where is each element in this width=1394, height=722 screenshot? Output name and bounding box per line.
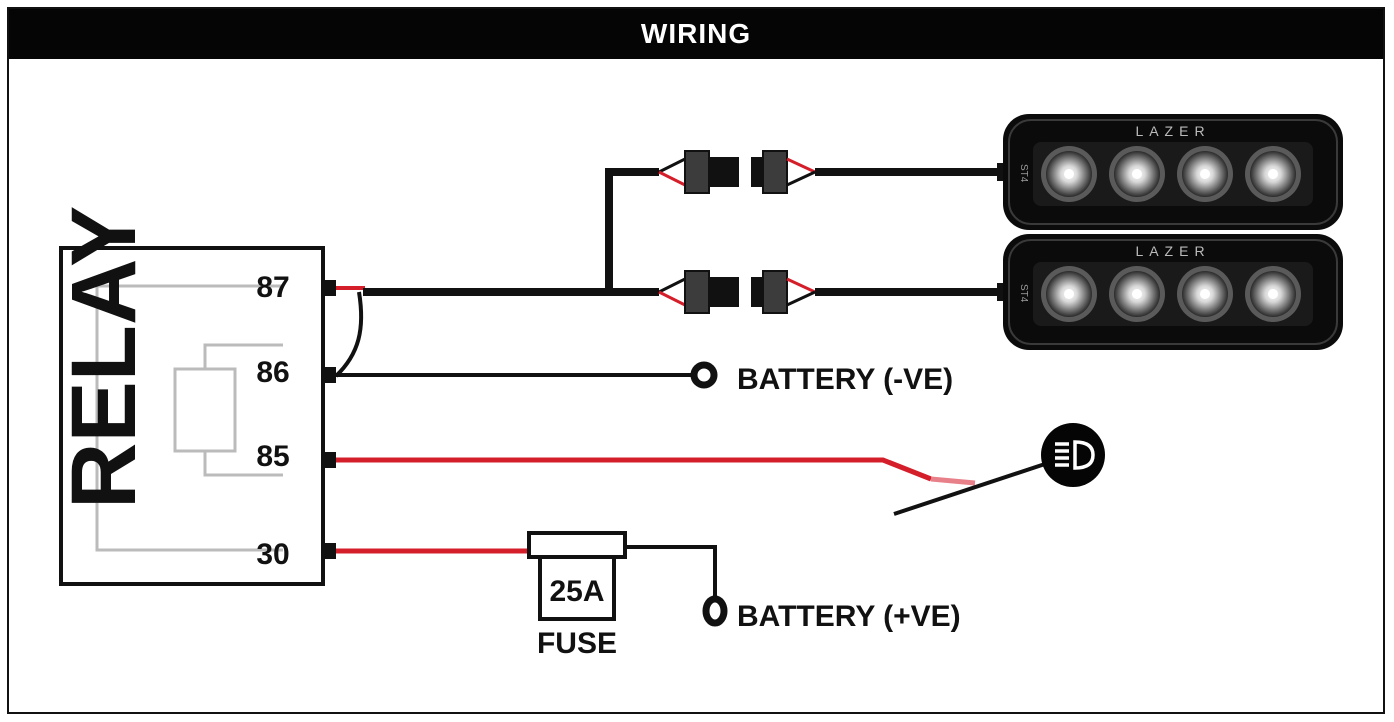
wire-86-loop bbox=[334, 291, 364, 378]
connector-lamp-1 bbox=[658, 150, 1003, 194]
page-title: WIRING bbox=[9, 9, 1383, 59]
connector-lamp-2 bbox=[658, 270, 1003, 314]
relay-box bbox=[59, 246, 325, 586]
ring-terminal-positive bbox=[702, 595, 728, 627]
pin-30-terminal bbox=[322, 543, 336, 559]
pin-86-label: 86 bbox=[256, 356, 289, 389]
pin-87-terminal bbox=[322, 280, 336, 296]
headlight-beam-icon bbox=[1041, 423, 1105, 487]
wire-fuse-battery bbox=[625, 545, 717, 599]
pin-85-terminal bbox=[322, 452, 336, 468]
fuse-label: FUSE bbox=[537, 627, 617, 660]
fuse-rating: 25A bbox=[549, 575, 604, 608]
lamp-1-side-mark: ST4 bbox=[1018, 164, 1029, 183]
lamp-2-brand: LAZER bbox=[1135, 243, 1210, 259]
led-light-bar-2: LAZER ST4 bbox=[1002, 233, 1344, 351]
battery-positive-label: BATTERY (+VE) bbox=[737, 600, 961, 633]
wire-85-switch bbox=[336, 457, 932, 482]
pin-86-terminal bbox=[322, 367, 336, 383]
fuse-body bbox=[538, 555, 616, 621]
battery-negative-label: BATTERY (-VE) bbox=[737, 363, 953, 396]
ring-terminal-negative bbox=[690, 361, 718, 389]
wire-85-switch-end bbox=[930, 476, 976, 486]
fuse-cap bbox=[527, 531, 627, 559]
pin-87-label: 87 bbox=[256, 271, 289, 304]
led-light-bar-1: LAZER ST4 bbox=[1002, 113, 1344, 231]
pin-30-label: 30 bbox=[256, 538, 289, 571]
diagram-canvas: RELAY 87 86 85 30 bbox=[53, 113, 1344, 660]
pin-85-label: 85 bbox=[256, 440, 289, 473]
wire-lamp1-feed bbox=[363, 168, 659, 296]
dash-switch-lever bbox=[893, 460, 1052, 516]
relay-internal-circuit bbox=[95, 284, 283, 552]
wiring-diagram: WIRING bbox=[7, 7, 1385, 714]
relay-label: RELAY bbox=[53, 206, 155, 509]
lamp-1-brand: LAZER bbox=[1135, 123, 1210, 139]
lamp-2-side-mark: ST4 bbox=[1018, 284, 1029, 303]
